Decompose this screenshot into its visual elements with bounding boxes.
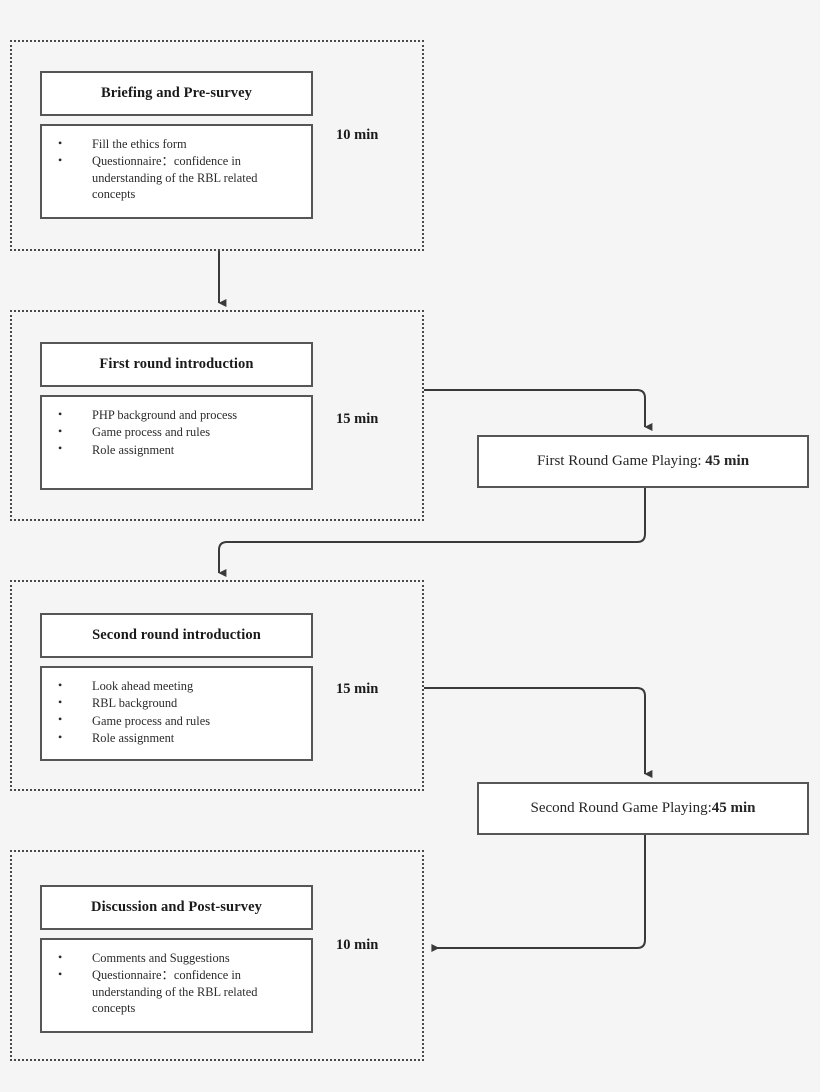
stage-briefing-duration-label: 10 min: [336, 127, 379, 143]
list-item: Role assignment: [50, 441, 303, 458]
connector-second-play-to-discussion: [431, 835, 646, 952]
stage-briefing-header-box: Briefing and Pre-survey: [40, 71, 313, 116]
stage-discussion-header-label: Discussion and Post-survey: [91, 899, 262, 916]
list-item: Questionnaire：confidence in understandin…: [50, 967, 303, 1016]
stage-second-round-intro-header-label: Second round introduction: [92, 627, 261, 644]
stage-briefing: [10, 40, 424, 251]
list-item: Game process and rules: [50, 424, 303, 440]
list-item: Role assignment: [50, 730, 303, 746]
stage-first-round-intro-duration-label: 15 min: [336, 411, 379, 427]
stage-briefing-bullet-list: Fill the ethics form Questionnaire：confi…: [50, 135, 303, 203]
stage-discussion-header-box: Discussion and Post-survey: [40, 885, 313, 930]
stage-discussion-duration-label: 10 min: [336, 937, 379, 953]
list-item: PHP background and process: [50, 406, 303, 423]
second-round-play-box: Second Round Game Playing:45 min: [477, 782, 809, 835]
stage-discussion: [10, 850, 424, 1061]
stage-first-round-intro-body-box: PHP background and process Game process …: [40, 395, 313, 490]
stage-second-round-intro-header-box: Second round introduction: [40, 613, 313, 658]
stage-first-round-intro-header-label: First round introduction: [99, 356, 254, 373]
list-item: Game process and rules: [50, 712, 303, 729]
first-round-play-duration: 45 min: [705, 453, 750, 469]
connector-second-intro-to-second-play: [424, 687, 653, 778]
second-round-play-duration: 45 min: [711, 800, 756, 816]
first-round-play-label: First Round Game Playing: 45 min: [537, 453, 749, 470]
stage-first-round-intro: [10, 310, 424, 521]
list-item: Fill the ethics form: [50, 135, 303, 152]
stage-briefing-body-box: Fill the ethics form Questionnaire：confi…: [40, 124, 313, 219]
stage-discussion-body-box: Comments and Suggestions Questionnaire：c…: [40, 938, 313, 1033]
list-item: RBL background: [50, 695, 303, 711]
second-round-play-label: Second Round Game Playing:45 min: [531, 800, 756, 817]
first-round-play-prefix: First Round Game Playing:: [536, 453, 706, 469]
stage-second-round-intro-duration-label: 15 min: [336, 681, 379, 697]
stage-briefing-header-label: Briefing and Pre-survey: [100, 85, 253, 102]
stage-discussion-bullet-list: Comments and Suggestions Questionnaire：c…: [50, 949, 303, 1017]
list-item: Questionnaire：confidence in understandin…: [50, 153, 303, 202]
stage-second-round-intro-body-box: Look ahead meeting RBL background Game p…: [40, 666, 313, 761]
first-round-play-box: First Round Game Playing: 45 min: [477, 435, 809, 488]
stage-first-round-intro-bullet-list: PHP background and process Game process …: [50, 406, 303, 458]
stage-first-round-intro-header-box: First round introduction: [40, 342, 313, 387]
stage-second-round-intro-bullet-list: Look ahead meeting RBL background Game p…: [50, 677, 303, 747]
list-item: Comments and Suggestions: [50, 949, 303, 966]
stage-second-round-intro: [10, 580, 424, 791]
list-item: Look ahead meeting: [50, 677, 303, 694]
second-round-play-prefix: Second Round Game Playing:: [530, 800, 712, 816]
connector-first-intro-to-first-play: [424, 389, 653, 431]
